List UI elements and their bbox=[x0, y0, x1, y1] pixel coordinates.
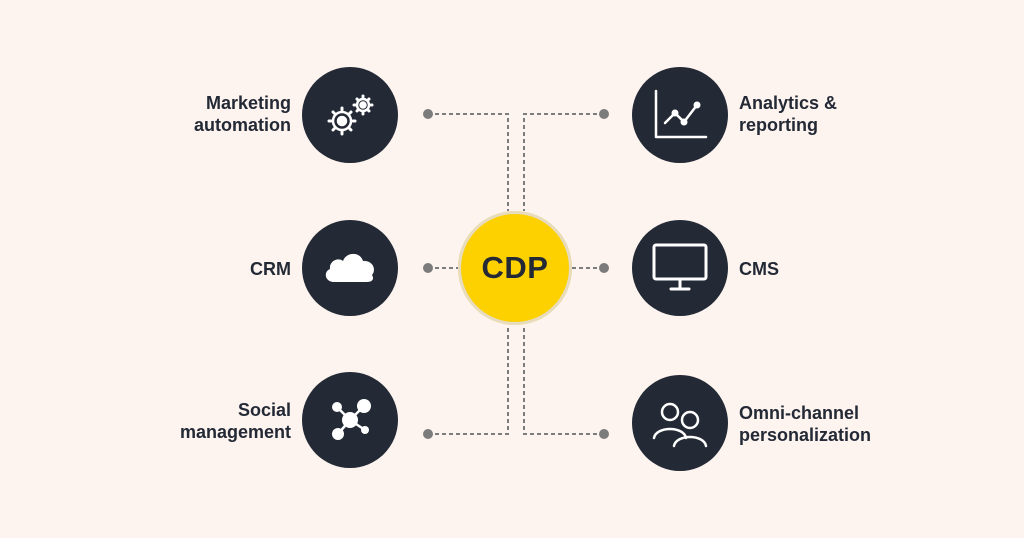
line-chart-icon bbox=[654, 89, 708, 139]
monitor-icon bbox=[652, 243, 708, 291]
node-marketing-automation bbox=[302, 67, 398, 163]
connector-dot bbox=[599, 429, 609, 439]
cdp-hub: CDP bbox=[458, 211, 572, 325]
gears-icon bbox=[327, 94, 374, 136]
label-analytics-reporting: Analytics & reporting bbox=[739, 93, 838, 135]
connector-dot bbox=[599, 263, 609, 273]
connector-dot bbox=[423, 109, 433, 119]
connector-dot bbox=[423, 263, 433, 273]
node-crm bbox=[302, 220, 398, 316]
connector-analytics-reporting bbox=[523, 113, 604, 211]
connector-omni-channel bbox=[523, 325, 604, 435]
label-cms: CMS bbox=[739, 259, 779, 279]
label-crm: CRM bbox=[250, 259, 291, 279]
network-icon bbox=[332, 399, 371, 440]
connector-dot bbox=[599, 109, 609, 119]
users-icon bbox=[652, 402, 708, 448]
connector-social-management bbox=[428, 325, 509, 435]
node-analytics-reporting bbox=[632, 67, 728, 163]
node-cms bbox=[632, 220, 728, 316]
cloud-icon bbox=[325, 253, 374, 282]
connector-marketing-automation bbox=[428, 113, 509, 211]
node-omni-channel-personalization bbox=[632, 375, 728, 471]
label-omni-channel-personalization: Omni-channel personalization bbox=[739, 403, 872, 445]
label-social-management: Social management bbox=[179, 400, 291, 442]
node-social-management bbox=[302, 372, 398, 468]
connector-dot bbox=[423, 429, 433, 439]
label-marketing-automation: Marketing automation bbox=[194, 93, 291, 135]
hub-label: CDP bbox=[481, 250, 549, 285]
